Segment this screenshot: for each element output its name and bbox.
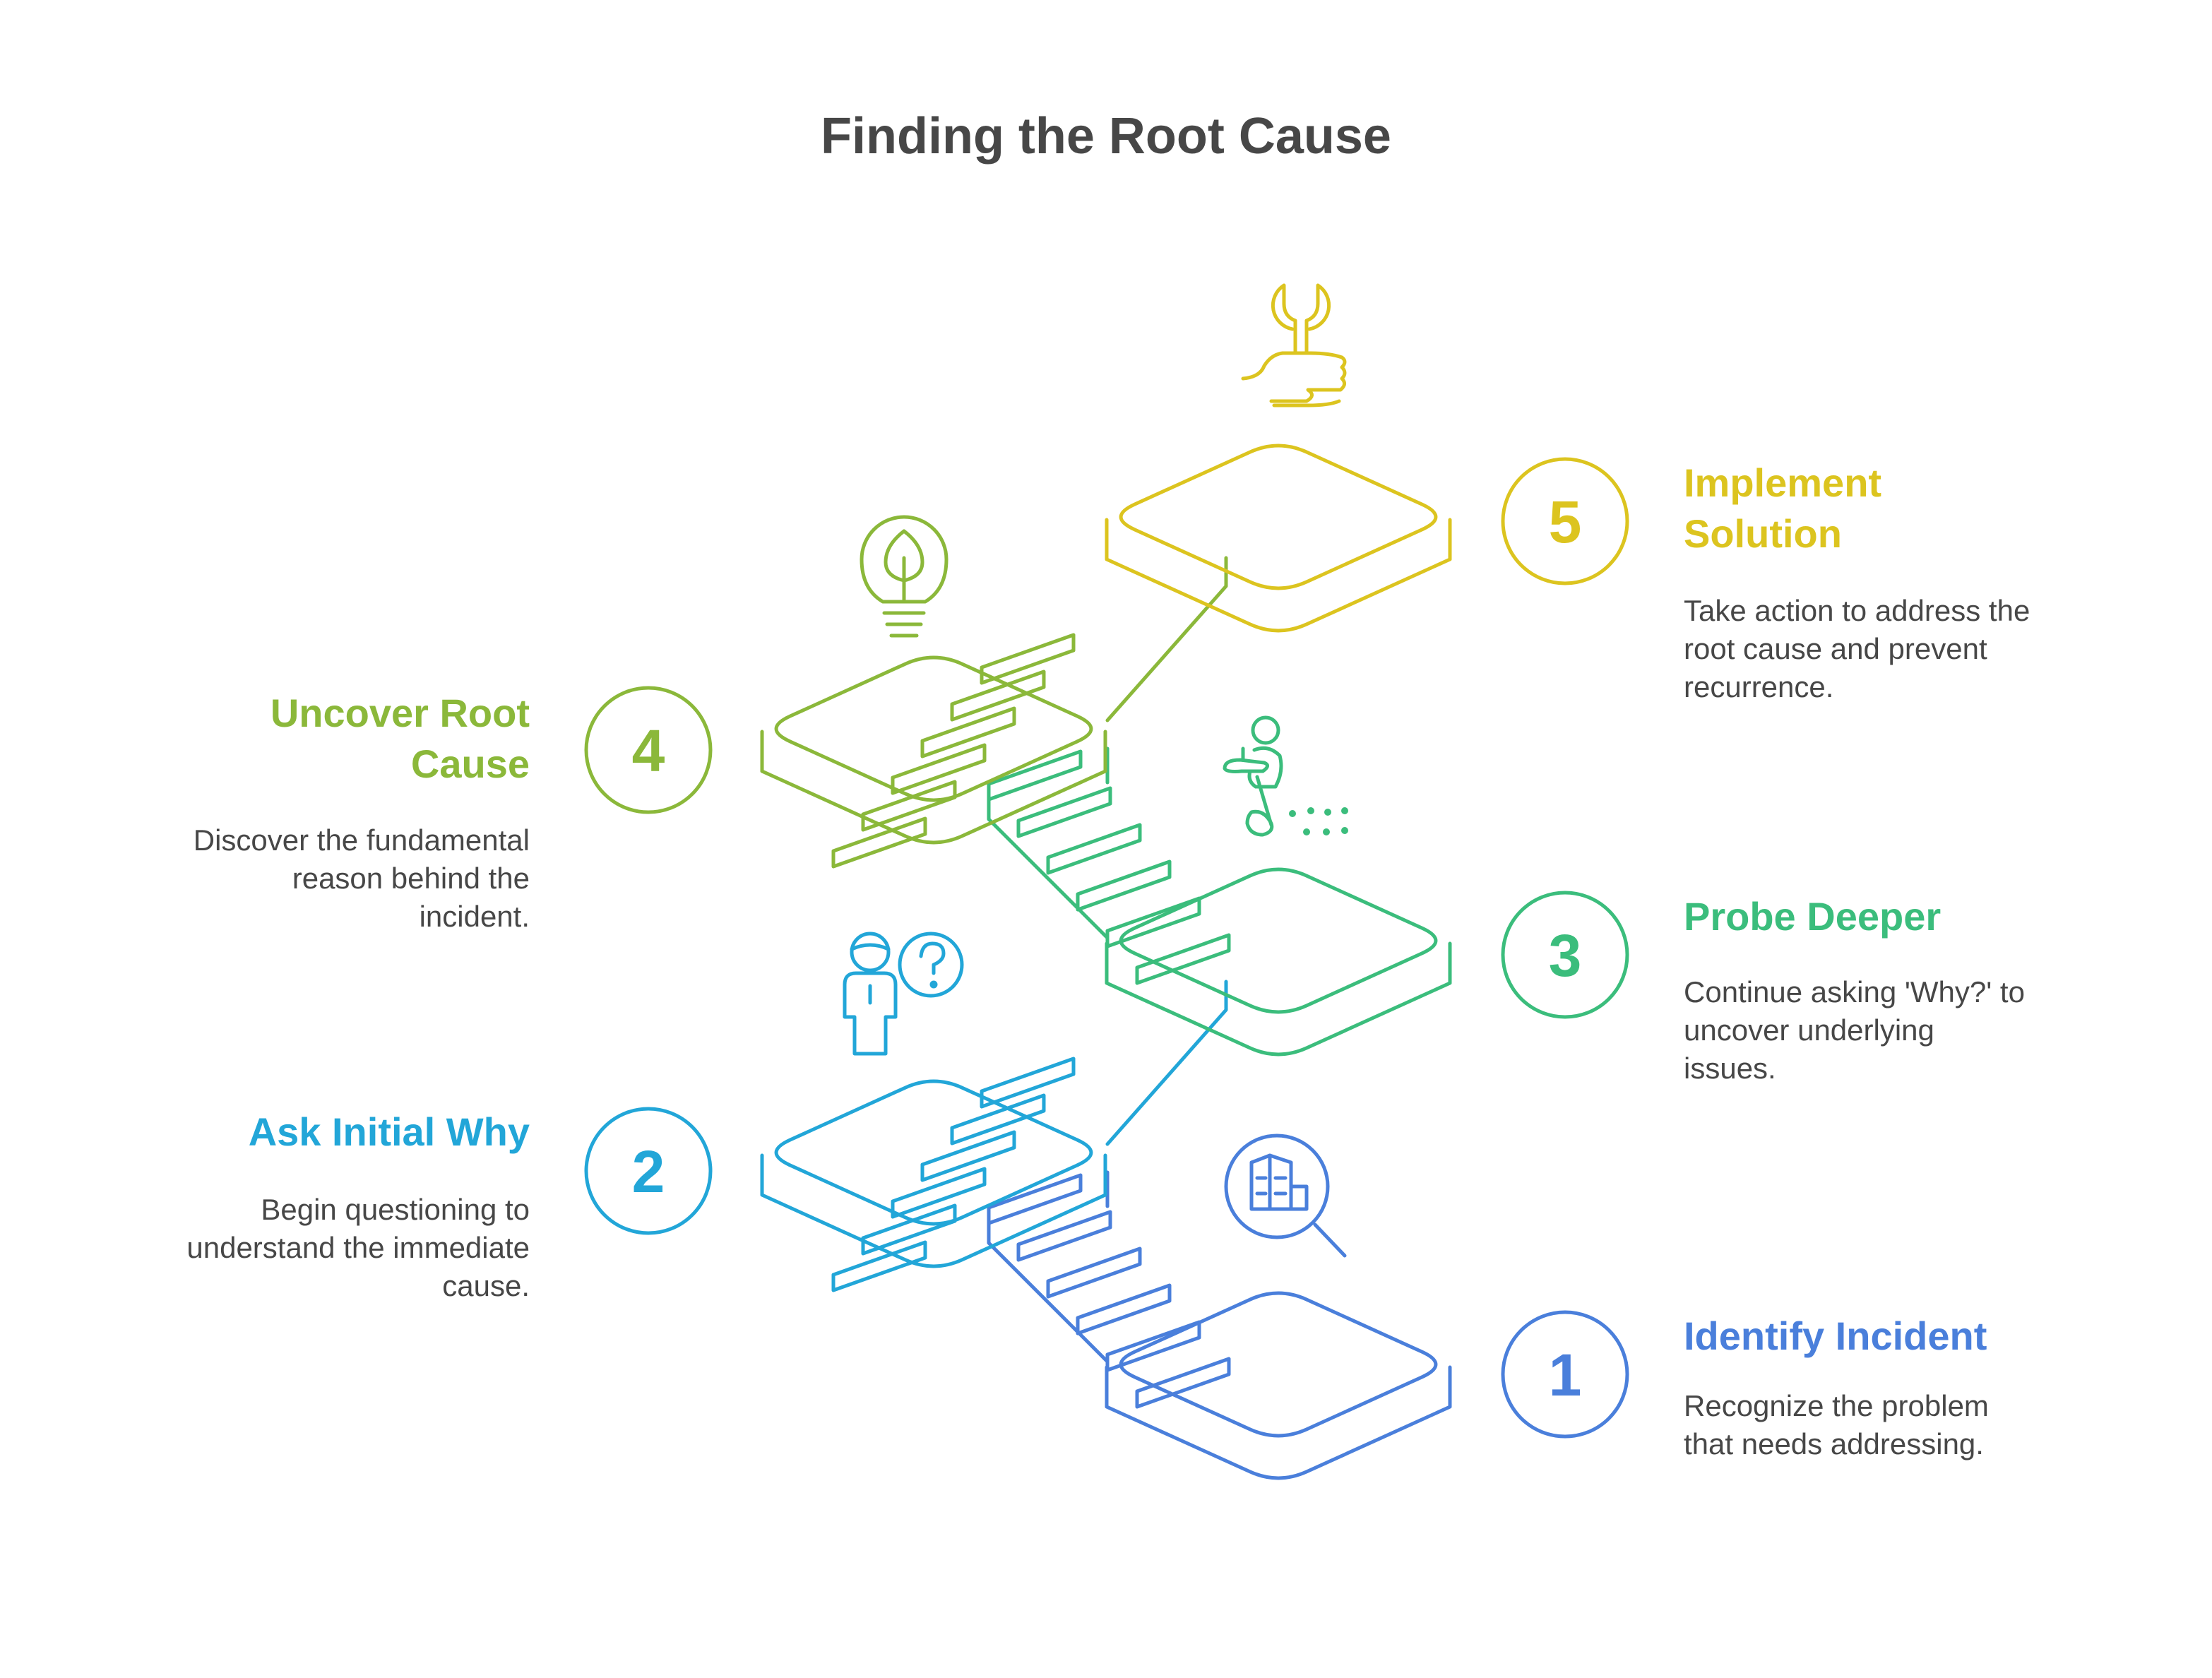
number-circle	[1501, 457, 1629, 585]
step-2-desc-line-3: cause.	[442, 1269, 530, 1302]
hand-wrench-icon	[1241, 283, 1347, 407]
stair-step	[1105, 1320, 1201, 1372]
step-2-desc-line-2: understand the immediate	[186, 1231, 530, 1264]
platform-5	[1105, 444, 1452, 633]
step-2-number: 2	[632, 1138, 665, 1205]
platform-top	[1119, 867, 1438, 1014]
stair-rail-4	[1105, 556, 1228, 722]
stair-step	[1046, 823, 1142, 875]
step-4-title-line-1: Uncover Root	[270, 691, 530, 735]
step-4-description: Discover the fundamental reason behind t…	[106, 821, 530, 936]
platform-top	[1119, 444, 1438, 590]
stair-step	[1105, 896, 1201, 948]
platform-top	[1119, 1291, 1438, 1438]
step-1-desc-line-1: Recognize the problem	[1684, 1389, 1989, 1422]
step-1-number-badge: 1	[1501, 1310, 1629, 1439]
step-3-desc-line-1: Continue asking 'Why?' to	[1684, 975, 2025, 1008]
stair-step	[950, 1093, 1046, 1146]
step-3-number: 3	[1549, 922, 1582, 989]
step-4-desc-line-1: Discover the fundamental	[193, 823, 530, 857]
step-3-number-badge: 3	[1501, 891, 1629, 1019]
step-5-desc-line-1: Take action to address the	[1684, 594, 2030, 627]
platform-3	[1105, 867, 1452, 1057]
step-5-number-badge: 5	[1501, 457, 1629, 585]
step-4-desc-line-3: incident.	[419, 900, 530, 933]
platform-side	[1105, 1365, 1452, 1480]
number-circle	[584, 686, 713, 814]
number-circle	[584, 1107, 713, 1235]
step-4-desc-line-2: reason behind the	[292, 862, 530, 895]
staircase-1	[987, 1173, 1231, 1409]
step-2-title-line-1: Ask Initial Why	[248, 1109, 530, 1154]
stair-step	[1046, 1246, 1142, 1299]
staircase-3	[987, 749, 1231, 985]
stair-step	[980, 1057, 1076, 1109]
step-3-desc-line-2: uncover underlying	[1684, 1013, 1934, 1047]
step-4-title-line-2: Cause	[410, 742, 530, 786]
step-4-number-badge: 4	[584, 686, 713, 814]
person-question-icon	[843, 932, 964, 1056]
digging-person-icon	[1223, 715, 1348, 837]
document-magnifier-icon	[1224, 1133, 1347, 1258]
stair-step	[920, 1130, 1016, 1182]
stair-step	[950, 670, 1046, 722]
step-1-number: 1	[1549, 1342, 1582, 1408]
step-4-number: 4	[632, 718, 665, 784]
platform-side	[1105, 518, 1452, 633]
step-3-title-line-1: Probe Deeper	[1684, 894, 1942, 939]
step-5-title-line-2: Solution	[1684, 511, 1842, 556]
staircase-4	[831, 633, 1076, 869]
number-circle	[1501, 891, 1629, 1019]
step-2-description: Begin questioning to understand the imme…	[106, 1191, 530, 1305]
step-1-title-line-1: Identify Incident	[1684, 1314, 1987, 1358]
platform-top	[774, 655, 1093, 802]
diagram-title: Finding the Root Cause	[821, 108, 1391, 165]
step-3-description: Continue asking 'Why?' to uncover underl…	[1684, 973, 2150, 1088]
stair-rail-2	[1105, 980, 1228, 1146]
step-5-title-line-1: Implement	[1684, 460, 1882, 505]
stair-step	[1135, 1357, 1231, 1409]
step-5-description: Take action to address the root cause an…	[1684, 592, 2150, 706]
staircase-2	[831, 1057, 1076, 1292]
stair-step	[1135, 933, 1231, 985]
step-1-description: Recognize the problem that needs address…	[1684, 1387, 2150, 1463]
step-5-title: Implement Solution	[1684, 458, 2136, 559]
stair-rail-3	[987, 782, 1110, 940]
step-1-title: Identify Incident	[1684, 1311, 2136, 1362]
platform-side	[760, 1153, 1107, 1268]
step-2-desc-line-1: Begin questioning to	[261, 1193, 530, 1226]
platform-side	[1105, 941, 1452, 1057]
platform-2	[760, 1079, 1107, 1268]
number-circle	[1501, 1310, 1629, 1439]
stair-step	[920, 706, 1016, 758]
platform-top	[774, 1079, 1093, 1226]
stair-step	[1076, 859, 1172, 912]
step-3-title: Probe Deeper	[1684, 891, 2136, 942]
stair-step	[980, 633, 1076, 685]
platform-4	[760, 655, 1107, 845]
step-5-desc-line-2: root cause and prevent	[1684, 632, 1987, 665]
stair-step	[1016, 786, 1112, 838]
stair-rail-1	[987, 1206, 1110, 1364]
step-2-number-badge: 2	[584, 1107, 713, 1235]
step-5-number: 5	[1549, 489, 1582, 555]
step-2-title: Ask Initial Why	[106, 1107, 530, 1158]
step-5-desc-line-3: recurrence.	[1684, 670, 1834, 703]
platform-1	[1105, 1291, 1452, 1480]
step-4-title: Uncover Root Cause	[106, 688, 530, 790]
step-3-desc-line-3: issues.	[1684, 1052, 1776, 1085]
platform-side	[760, 730, 1107, 845]
stair-step	[1016, 1210, 1112, 1262]
lightbulb-leaf-icon	[860, 515, 949, 638]
step-1-desc-line-2: that needs addressing.	[1684, 1427, 1984, 1460]
stair-step	[1076, 1283, 1172, 1335]
